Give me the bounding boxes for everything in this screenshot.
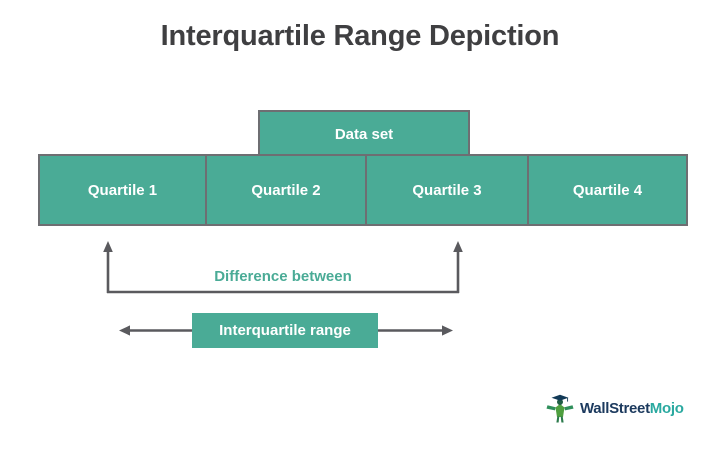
wallstreetmojo-logo: WallStreetMojo <box>545 393 684 423</box>
logo-text: WallStreetMojo <box>580 400 684 417</box>
data-set-box: Data set <box>258 110 470 156</box>
quartile-cell-4: Quartile 4 <box>529 156 686 224</box>
data-set-label: Data set <box>334 125 394 143</box>
difference-between-label: Difference between <box>214 268 352 285</box>
quartile-cell-3: Quartile 3 <box>367 156 529 224</box>
quartile-label-4: Quartile 4 <box>572 181 643 199</box>
quartile-label-2: Quartile 2 <box>251 181 321 199</box>
quartile-row: Quartile 1 Quartile 2 Quartile 3 Quartil… <box>38 154 688 226</box>
graduation-cap-figure-icon <box>546 394 574 423</box>
difference-bracket <box>103 241 463 294</box>
quartile-cell-2: Quartile 2 <box>207 156 367 224</box>
quartile-label-3: Quartile 3 <box>412 181 482 199</box>
quartile-cell-1: Quartile 1 <box>40 156 207 224</box>
arrow-left-icon <box>119 325 194 336</box>
interquartile-range-box: Interquartile range <box>192 313 378 348</box>
page-title: Interquartile Range Depiction <box>160 20 560 52</box>
quartile-label-1: Quartile 1 <box>87 181 158 199</box>
logo-text-primary: WallStreet <box>580 399 650 417</box>
logo-text-secondary: Mojo <box>649 399 684 417</box>
interquartile-range-label: Interquartile range <box>219 322 351 339</box>
arrow-right-icon <box>378 325 453 336</box>
